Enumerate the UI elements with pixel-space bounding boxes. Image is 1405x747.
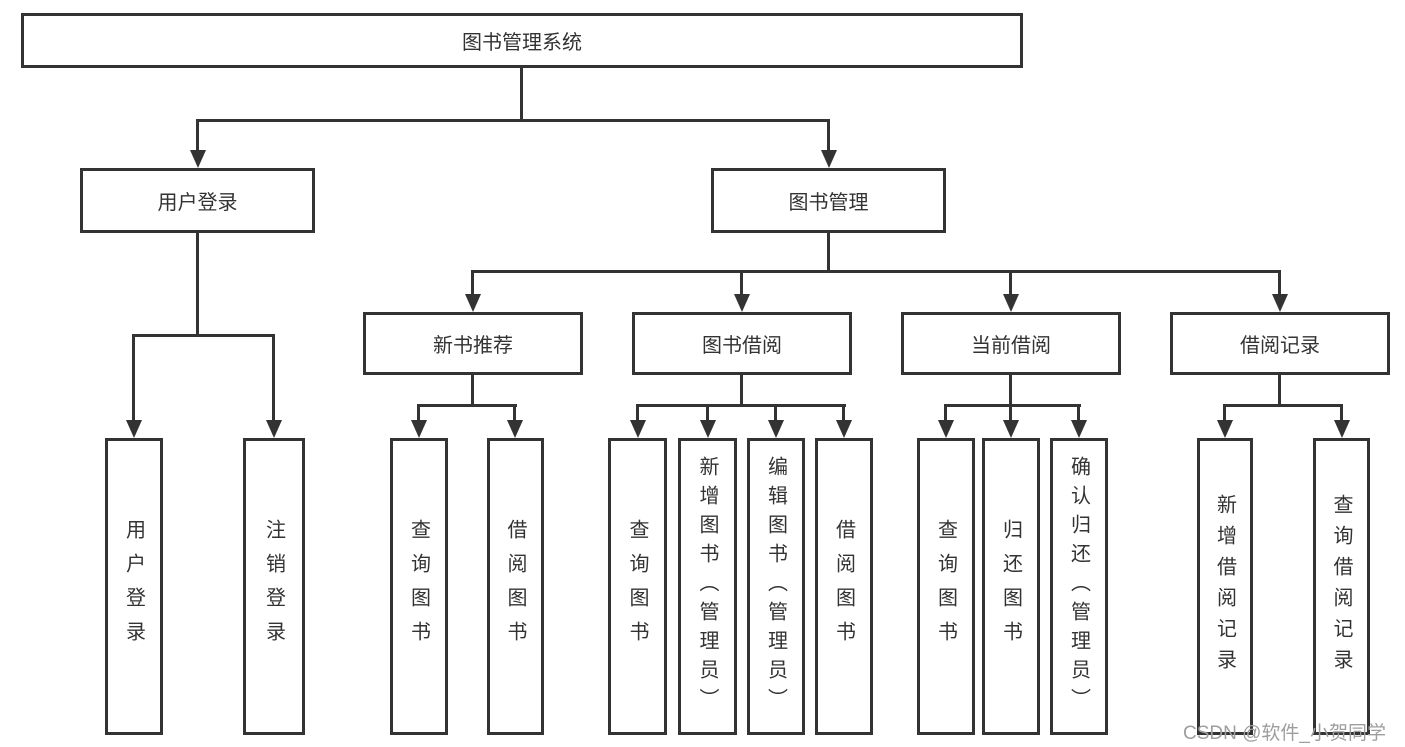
connector-line bbox=[513, 404, 516, 422]
leaf-logout: 注销登录 bbox=[243, 438, 305, 735]
connector-line bbox=[417, 404, 517, 407]
arrow-down-icon bbox=[1334, 420, 1350, 438]
arrow-down-icon bbox=[465, 294, 481, 312]
node-library-management-system: 图书管理系统 bbox=[21, 13, 1023, 68]
connector-line bbox=[196, 119, 830, 122]
node-borrowing-records: 借阅记录 bbox=[1170, 312, 1390, 375]
connector-line bbox=[417, 404, 420, 422]
arrow-down-icon bbox=[411, 420, 427, 438]
leaf-query-books-current: 查询图书 bbox=[917, 438, 975, 735]
csdn-watermark: CSDN @软件_小贺同学 bbox=[1183, 723, 1386, 744]
arrow-down-icon bbox=[126, 420, 142, 438]
connector-line bbox=[1278, 270, 1281, 297]
connector-line bbox=[471, 270, 1281, 273]
arrow-down-icon bbox=[1003, 294, 1019, 312]
connector-line bbox=[842, 404, 845, 422]
arrow-down-icon bbox=[1003, 420, 1019, 438]
connector-line bbox=[1009, 375, 1012, 407]
connector-line bbox=[196, 233, 199, 337]
leaf-query-books-recommend: 查询图书 bbox=[390, 438, 448, 735]
connector-line bbox=[827, 119, 830, 152]
node-book-borrowing: 图书借阅 bbox=[632, 312, 852, 375]
connector-line bbox=[132, 334, 135, 422]
leaf-confirm-return-admin: 确认归还（管理员） bbox=[1050, 438, 1108, 735]
connector-line bbox=[471, 270, 474, 297]
leaf-borrow-books-recommend: 借阅图书 bbox=[487, 438, 544, 735]
connector-line bbox=[827, 233, 830, 273]
arrow-down-icon bbox=[768, 420, 784, 438]
connector-line bbox=[706, 404, 709, 422]
connector-line bbox=[1223, 404, 1343, 407]
leaf-add-books-admin: 新增图书（管理员） bbox=[678, 438, 737, 735]
connector-line bbox=[1009, 404, 1012, 422]
arrow-down-icon bbox=[630, 420, 646, 438]
arrow-down-icon bbox=[1217, 420, 1233, 438]
connector-line bbox=[1009, 270, 1012, 297]
arrow-down-icon bbox=[938, 420, 954, 438]
connector-line bbox=[196, 119, 199, 152]
connector-line bbox=[1223, 404, 1226, 422]
leaf-query-books-borrowing: 查询图书 bbox=[608, 438, 667, 735]
arrow-down-icon bbox=[266, 420, 282, 438]
node-new-book-recommend: 新书推荐 bbox=[363, 312, 583, 375]
leaf-add-borrow-record: 新增借阅记录 bbox=[1197, 438, 1253, 735]
connector-line bbox=[944, 404, 947, 422]
arrow-down-icon bbox=[734, 294, 750, 312]
leaf-query-borrow-record: 查询借阅记录 bbox=[1313, 438, 1370, 735]
node-current-borrowing: 当前借阅 bbox=[901, 312, 1121, 375]
leaf-edit-books-admin: 编辑图书（管理员） bbox=[747, 438, 805, 735]
leaf-user-login: 用户登录 bbox=[105, 438, 163, 735]
arrow-down-icon bbox=[836, 420, 852, 438]
arrow-down-icon bbox=[821, 150, 837, 168]
leaf-borrow-books: 借阅图书 bbox=[815, 438, 873, 735]
connector-line bbox=[740, 375, 743, 407]
arrow-down-icon bbox=[1272, 294, 1288, 312]
leaf-return-books: 归还图书 bbox=[982, 438, 1040, 735]
connector-line bbox=[1077, 404, 1080, 422]
connector-line bbox=[520, 68, 523, 122]
connector-line bbox=[774, 404, 777, 422]
arrow-down-icon bbox=[700, 420, 716, 438]
connector-line bbox=[1340, 404, 1343, 422]
arrow-down-icon bbox=[507, 420, 523, 438]
connector-line bbox=[944, 404, 1081, 407]
arrow-down-icon bbox=[1071, 420, 1087, 438]
connector-line bbox=[1278, 375, 1281, 407]
arrow-down-icon bbox=[190, 150, 206, 168]
connector-line bbox=[132, 334, 275, 337]
connector-line bbox=[471, 375, 474, 407]
connector-line bbox=[636, 404, 639, 422]
node-user-login: 用户登录 bbox=[80, 168, 315, 233]
connector-line bbox=[636, 404, 846, 407]
connector-line bbox=[272, 334, 275, 422]
connector-line bbox=[740, 270, 743, 297]
node-book-management: 图书管理 bbox=[711, 168, 946, 233]
